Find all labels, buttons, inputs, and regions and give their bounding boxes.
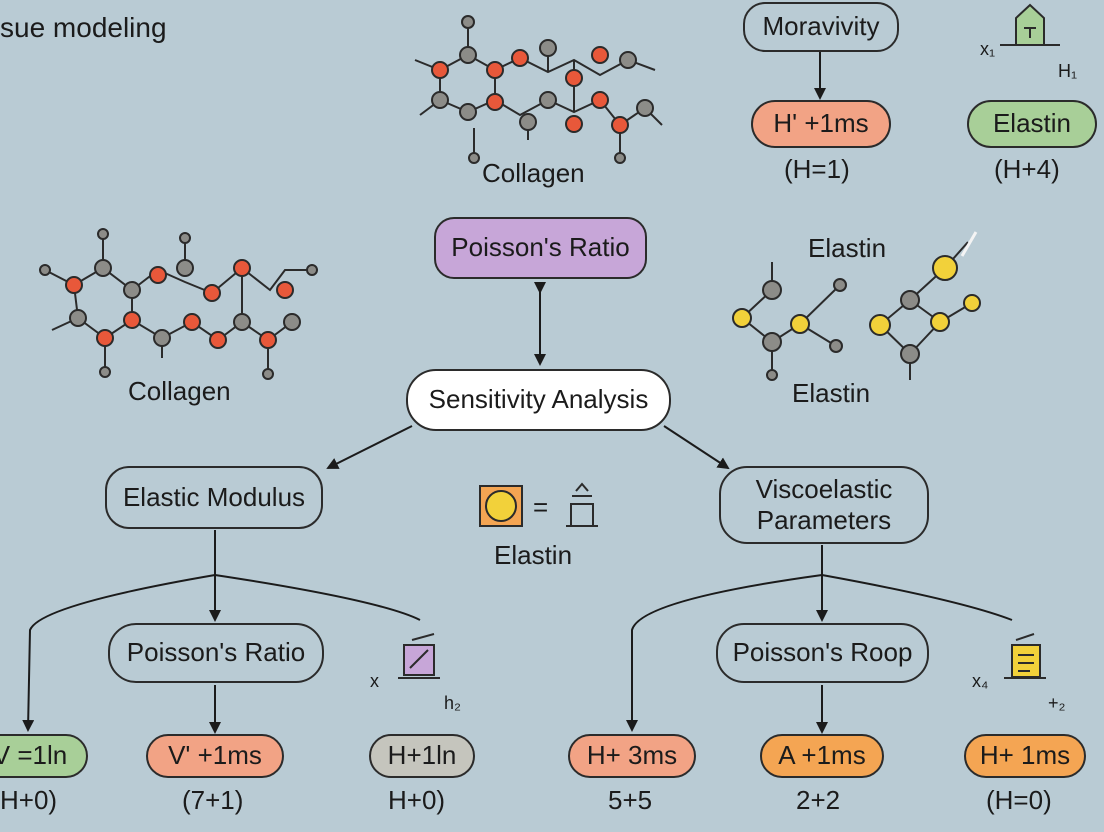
leaf-v-1ln[interactable]: V =1ln [0,734,88,778]
leaf-v-1ms-caption: (7+1) [182,785,244,815]
moravivity-node[interactable]: Moravivity [743,2,899,52]
viscoelastic-parameters-node[interactable]: Viscoelastic Parameters [719,466,929,544]
sensitivity-analysis-node[interactable]: Sensitivity Analysis [406,369,671,431]
elastic-modulus-node[interactable]: Elastic Modulus [105,466,323,529]
viscoelastic-label-line2: Parameters [756,505,892,535]
viscoelastic-label-stack: Viscoelastic Parameters [756,474,893,536]
visco-branch-right [821,574,1013,621]
elastin-label-bottom: Elastin [792,378,871,408]
elastin-molecule [732,241,981,381]
x1-label: x₁ [980,39,996,59]
leaf-h-1ms[interactable]: H+ 1ms [964,734,1086,778]
leaf-h-1ms-caption: (H=0) [986,785,1052,815]
h-ms-caption: (H=1) [784,154,850,184]
plus2-label: +₂ [1048,693,1066,713]
elastic-branch-left [22,574,216,732]
leaf-v-1ln-caption: H+0) [0,785,58,815]
leaf-h-1ln-caption: H+0) [388,785,446,815]
h1-label: H₁ [1058,61,1078,81]
visco-branch-left [626,574,823,732]
viscoelastic-label-line1: Viscoelastic [755,473,893,504]
sensitivity-to-visco-arrow [663,425,730,470]
elastin-label-top: Elastin [808,233,887,263]
leaf-v-1ms[interactable]: V' +1ms [146,734,284,778]
h-ms-node[interactable]: H' +1ms [751,100,891,148]
pencil-icon [960,231,978,257]
purple-cube-icon [398,633,440,679]
collagen-molecule-top [414,15,663,164]
legend-equals: = [533,492,549,522]
legend-circle-icon [479,485,523,527]
page-title: sue modeling [0,12,167,43]
elastic-branch-right [214,574,421,621]
house-flag-icon [1000,3,1060,46]
elastin-node-top[interactable]: Elastin [967,100,1097,148]
x4-label: x₄ [972,671,989,691]
legend-elastin-label: Elastin [494,540,573,570]
leaf-h-1ln[interactable]: H+1ln [369,734,475,778]
leaf-a-1ms[interactable]: A +1ms [760,734,884,778]
collagen-molecule-left [39,228,318,380]
poisson-ratio-left-node[interactable]: Poisson's Ratio [108,623,324,683]
h2-label: h₂ [444,693,461,713]
collagen-label-left: Collagen [128,376,231,406]
yellow-note-icon [1004,633,1046,679]
leaf-a-1ms-caption: 2+2 [796,785,841,815]
poisson-ratio-top-node[interactable]: Poisson's Ratio [434,217,647,279]
elastin-node-caption: (H+4) [994,154,1060,184]
x-label-left: x [370,671,379,691]
leaf-h-3ms[interactable]: H+ 3ms [568,734,696,778]
legend-hat-icon [566,482,598,527]
sensitivity-to-elastic-arrow [326,425,413,469]
poisson-roop-node[interactable]: Poisson's Roop [716,623,929,683]
leaf-h-3ms-caption: 5+5 [608,785,653,815]
collagen-label-top: Collagen [482,158,585,188]
